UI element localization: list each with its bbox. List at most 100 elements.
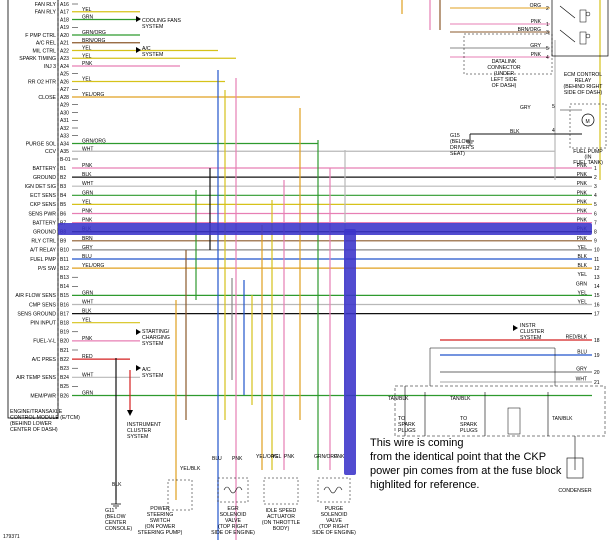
wire-color-code: GRY <box>530 43 541 49</box>
pin-number: A19 <box>60 25 69 31</box>
wire-color-code: YEL/ORG <box>256 454 278 460</box>
pin-number: B17 <box>60 311 69 317</box>
ps-switch-label: STEERING PUMP) <box>138 530 183 536</box>
wire-number: 5 <box>594 202 597 208</box>
pin-number: A26 <box>60 79 69 85</box>
pin-function-label: MIL CTRL <box>33 48 57 54</box>
wire-color-code: PNK <box>577 218 588 224</box>
ignition-section <box>394 347 606 479</box>
pin-function-label: CMP SENS <box>29 302 57 308</box>
pin-number: A23 <box>60 56 69 62</box>
wire-color-code: YEL <box>578 245 588 251</box>
pin-number: A28 <box>60 95 69 101</box>
ground-g11-label: CENTER <box>105 520 127 526</box>
condenser-icon <box>566 457 584 479</box>
wire-color-code: YEL/ORG <box>82 263 104 269</box>
callout-label: CHARGING <box>142 335 170 341</box>
system-callouts: COOLING FANSSYSTEMA/CSYSTEMSTARTING/CHAR… <box>127 16 544 440</box>
datalink-label: DATALINK <box>492 59 517 65</box>
pin-number: A25 <box>60 72 69 78</box>
pin-function-label: CKP SENS <box>30 202 57 208</box>
ecm-label-line: (BEHIND LOWER <box>10 421 52 427</box>
pin-function-label: BATTERY <box>33 220 57 226</box>
ps-switch-label: SWITCH <box>150 518 171 524</box>
ground-g11-label: (BELOW <box>105 514 126 520</box>
pin-function-label: A/T RELAY <box>30 248 57 254</box>
pin-function-label: RLY CTRL <box>31 239 56 245</box>
ps-switch-icon <box>167 479 193 511</box>
purge-label: SOLENOID <box>321 512 348 518</box>
pin-number: 4 <box>552 128 555 134</box>
ecm-module-box <box>7 0 59 419</box>
wire-color-code: PNK <box>232 456 243 462</box>
wire-number: 5 <box>546 46 549 52</box>
diagram-id: 179371 <box>3 534 20 540</box>
pin-number: B21 <box>60 348 69 354</box>
right-wire-list: PNK1PNK2PNK3PNK4PNK5PNK6PNK7PNK8PNK9YEL1… <box>440 163 600 386</box>
wire-number: 12 <box>594 266 600 272</box>
wire-color-code: GRN <box>576 281 588 287</box>
pin-number: A22 <box>60 48 69 54</box>
relay-label: RELAY <box>575 78 592 84</box>
wire-color-code: GRN/ORG <box>82 139 106 145</box>
callout-label: A/C <box>142 46 151 52</box>
wire-color-code: BLK <box>578 263 588 269</box>
ecm-label-line: CENTER OF DASH) <box>10 427 58 433</box>
pin-function-label: SPARK TIMING <box>19 56 56 62</box>
pin-function-label: INJ 3 <box>44 64 56 70</box>
callout-label: SYSTEM <box>127 434 148 440</box>
wire-color-code: RED <box>82 354 93 360</box>
wire-color-code: PNK <box>82 336 93 342</box>
wire-color-code: YEL <box>82 199 92 205</box>
pin-number: A29 <box>60 103 69 109</box>
ground-label: DRIVER'S <box>450 145 475 151</box>
pin-number: A24 <box>60 64 69 70</box>
pin-function-label: PURGE SOL <box>26 141 56 147</box>
pin-number: A20 <box>60 33 69 39</box>
wire-color-code: PNK <box>577 236 588 242</box>
idle-actuator-label: (ON THROTTLE <box>262 520 301 526</box>
wire-color-code: WHT <box>576 377 587 383</box>
pin-number: A27 <box>60 87 69 93</box>
wire-color-code: PNK <box>577 163 588 169</box>
wire-number: 7 <box>594 220 597 226</box>
pin-function-label: GROUND <box>33 175 56 181</box>
egr-solenoid-icon <box>217 477 249 503</box>
relay-label: SIDE OF DASH) <box>564 90 603 96</box>
datalink-label: OF DASH) <box>492 83 517 89</box>
pin-number: B18 <box>60 321 69 327</box>
ground-label: G15 <box>450 133 460 139</box>
wire-color-code: GRN <box>82 15 94 21</box>
spark-plug-label: TO <box>460 416 467 422</box>
wire-color-code: PNK <box>577 209 588 215</box>
wire-color-code: BRN/ORG <box>518 27 541 33</box>
wire-color-code: PNK <box>82 61 93 67</box>
wire-color-code: BRN <box>82 236 93 242</box>
wire-number: 20 <box>594 370 600 376</box>
pin-number: B22 <box>60 357 69 363</box>
wire-color-code: BLU <box>212 456 222 462</box>
spark-plug-label: SPARK <box>398 422 416 428</box>
wire-color-code: YEL/ORG <box>82 92 104 98</box>
ground-label: (BELOW <box>450 139 471 145</box>
callout-label: STARTING/ <box>142 329 170 335</box>
purge-label: SIDE OF ENGINE) <box>312 530 356 536</box>
ecm-label-line: CONTROL MODULE (E/TCM) <box>10 415 80 421</box>
wire-color-code: YEL <box>82 53 92 59</box>
pin-number: A18 <box>60 17 69 23</box>
wire-color-code: BLU <box>577 350 587 356</box>
wire-color-code: GRN/ORG <box>82 30 106 36</box>
ps-switch-label: (ON POWER <box>145 524 176 530</box>
spark-plug-label: PLUGS <box>398 428 416 434</box>
datalink-label: (UNDER <box>494 71 514 77</box>
pin-number: B5 <box>60 202 66 208</box>
callout-label: CLUSTER <box>127 428 151 434</box>
pin-function-label: FAN RLY <box>35 2 57 8</box>
pin-function-label: A/C REL <box>36 41 56 47</box>
arrow-icon <box>513 325 518 331</box>
pin-function-label: GROUND <box>33 230 56 236</box>
pin-function-label: PIN INPUT <box>30 321 56 327</box>
